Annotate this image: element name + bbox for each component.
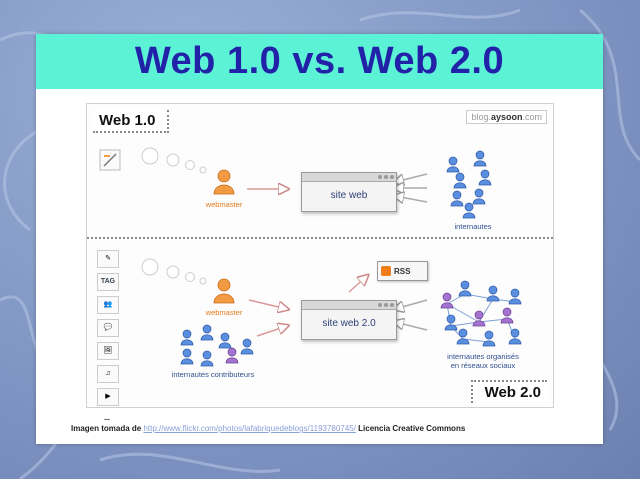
video-icon: ▶ (97, 388, 119, 406)
credit-prefix: Imagen tomada de (71, 424, 144, 433)
rss-icon (381, 266, 391, 276)
editor-tool-icon: ✎ (97, 250, 119, 268)
brand-name: aysoon (490, 112, 523, 122)
section-divider (87, 237, 553, 239)
credit-link[interactable]: http://www.flickr.com/photos/lafabriqued… (143, 424, 356, 433)
web-comparison-diagram: Web 1.0 blog.aysoon.com (86, 103, 554, 422)
webmaster-icon-web2 (213, 278, 235, 304)
brand-prefix: blog. (471, 112, 491, 122)
photo-icon: 🖼 (97, 342, 119, 360)
rss-label: RSS (394, 266, 411, 276)
web10-editor-tool-icon (99, 149, 121, 171)
more-icon: ... (104, 415, 110, 422)
tag-icon: TAG (97, 273, 119, 291)
brand-suffix: .com (522, 112, 542, 122)
credit-suffix: Licencia Creative Commons (355, 424, 466, 433)
web10-label: Web 1.0 (93, 110, 170, 133)
image-credit: Imagen tomada de http://www.flickr.com/p… (71, 424, 465, 433)
internautes-label: internautes (454, 222, 492, 231)
slide-title: Web 1.0 vs. Web 2.0 (134, 40, 505, 82)
webmaster-label: webmaster (205, 200, 243, 209)
network-label-line1: internautes organisés (447, 352, 519, 361)
site-web-label: site web (330, 190, 368, 201)
title-bar: Web 1.0 vs. Web 2.0 (36, 34, 603, 89)
network-label: internautes organisés en réseaux sociaux (433, 352, 533, 370)
site-web-2-box: site web 2.0 (301, 300, 397, 340)
site-web-2-label: site web 2.0 (322, 318, 376, 329)
bottom-arrows (248, 276, 367, 337)
audio-icon: ♫ (97, 365, 119, 383)
thought-bubbles-top (141, 147, 207, 174)
webmaster-icon (213, 169, 235, 195)
network-arrows (395, 299, 428, 331)
thought-bubbles-bottom (141, 258, 207, 285)
chat-icon: 💬 (97, 319, 119, 337)
people-icon: 👥 (97, 296, 119, 314)
network-label-line2: en réseaux sociaux (450, 361, 516, 370)
brand-watermark: blog.aysoon.com (466, 110, 547, 124)
web20-tools-column: ✎ TAG 👥 💬 🖼 ♫ ▶ ... (97, 250, 123, 432)
audience-arrows-top (395, 173, 428, 202)
site-web-box: site web (301, 172, 397, 212)
diagram-artwork (99, 147, 522, 367)
internautes-group-icon (446, 150, 492, 219)
social-network-icon (440, 280, 522, 347)
webmaster-label-web2: webmaster (205, 308, 243, 317)
contributors-group-icon (180, 324, 254, 367)
contributors-label: internautes contributeurs (171, 370, 255, 379)
web20-label: Web 2.0 (470, 380, 547, 403)
rss-box: RSS (377, 261, 428, 281)
